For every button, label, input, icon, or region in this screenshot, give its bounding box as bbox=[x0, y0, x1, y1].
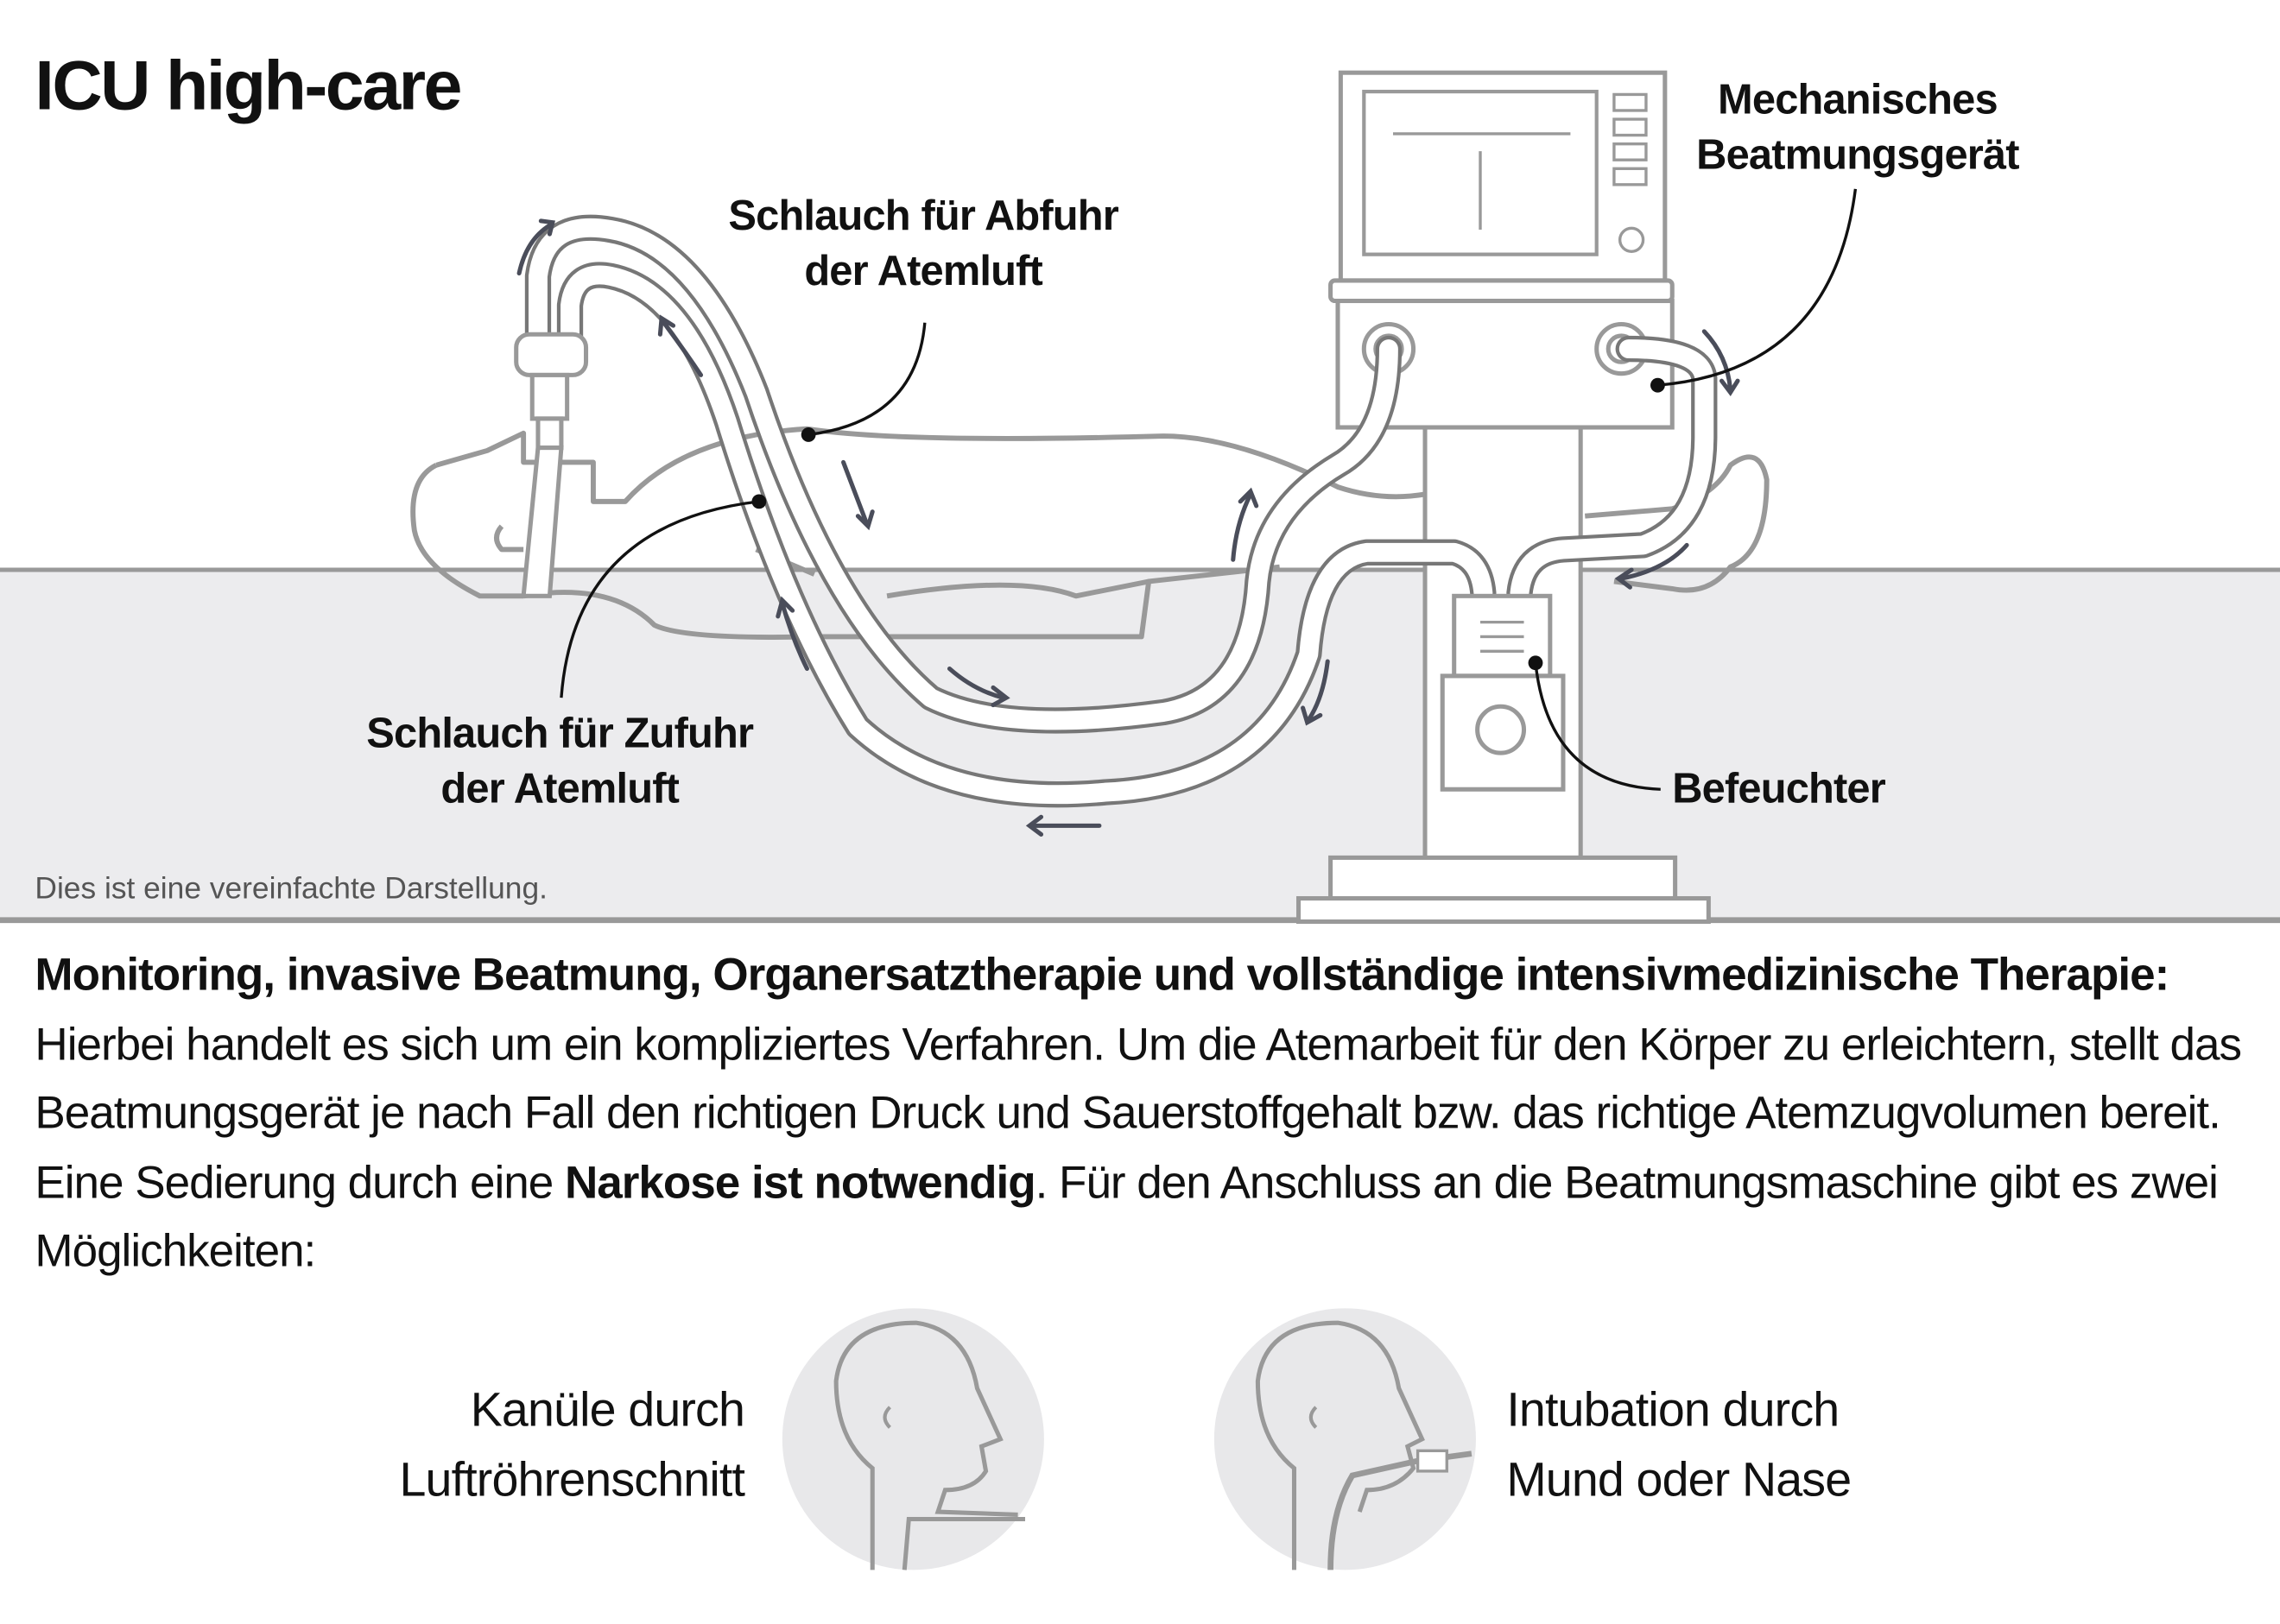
footnote: Dies ist eine vereinfachte Darstellung. bbox=[35, 872, 548, 906]
paragraph-bold-emphasis: Narkose ist notwendig bbox=[564, 1154, 1036, 1208]
label-line: Mund oder Nase bbox=[1506, 1452, 1852, 1507]
supply-tube-label: Schlauch für Zufuhr der Atemluft bbox=[320, 706, 800, 817]
arrow-icon bbox=[947, 666, 1006, 700]
label-line: Luftröhrenschnitt bbox=[399, 1452, 745, 1507]
label-line: der Atemluft bbox=[804, 248, 1042, 295]
arrow-icon bbox=[780, 601, 809, 672]
arrow-icon bbox=[1025, 814, 1044, 837]
option-tracheostomy-label: Kanüle durch Luftröhrenschnitt bbox=[218, 1375, 744, 1515]
label-line: Schlauch für Zufuhr bbox=[366, 711, 754, 758]
arrow-icon bbox=[538, 218, 555, 237]
arrow-icon bbox=[1306, 659, 1330, 722]
label-line: Intubation durch bbox=[1506, 1382, 1840, 1437]
page-title: ICU high-care bbox=[35, 47, 462, 125]
description-paragraph: Monitoring, invasive Beatmung, Organersa… bbox=[35, 940, 2259, 1286]
mask-connector bbox=[514, 332, 589, 598]
ventilator-label: Mechanisches Beatmungsgerät bbox=[1644, 73, 2073, 183]
arrow-icon bbox=[1618, 542, 1689, 581]
arrow-icon bbox=[1238, 487, 1259, 509]
leader-dot bbox=[751, 494, 767, 509]
label-line: der Atemluft bbox=[440, 766, 680, 813]
exhaust-tube-label: Schlauch für Abfuhr der Atemluft bbox=[683, 189, 1163, 300]
paragraph-text: Hierbei handelt es sich um ein komplizie… bbox=[35, 1016, 2242, 1208]
patient-figure bbox=[410, 426, 1770, 640]
tubes bbox=[524, 214, 1718, 808]
arrow-icon bbox=[1301, 705, 1323, 726]
humidifier bbox=[1440, 593, 1566, 792]
tracheostomy-illustration bbox=[782, 1308, 1044, 1570]
flow-arrows bbox=[516, 218, 1740, 837]
arrow-icon bbox=[841, 459, 870, 526]
floor-area bbox=[0, 570, 2280, 919]
paragraph-bold-intro: Monitoring, invasive Beatmung, Organersa… bbox=[35, 947, 2169, 1001]
arrow-icon bbox=[1614, 567, 1634, 590]
label-line: Kanüle durch bbox=[470, 1382, 745, 1437]
arrow-icon bbox=[516, 223, 552, 276]
option-intubation-label: Intubation durch Mund oder Nase bbox=[1506, 1375, 2087, 1515]
arrow-icon bbox=[991, 685, 1010, 708]
arrow-icon bbox=[776, 596, 795, 619]
paragraph-text: . Für den Anschluss an die Beatmungsmasc… bbox=[35, 1154, 2219, 1277]
leader-dot bbox=[801, 427, 816, 442]
leader-dot bbox=[1528, 655, 1543, 671]
leader-lines bbox=[560, 188, 1858, 791]
humidifier-label: Befeuchter bbox=[1672, 766, 1886, 813]
arrow-icon bbox=[1231, 491, 1253, 562]
label-line: Mechanisches bbox=[1718, 77, 1998, 124]
leader-dot bbox=[1650, 377, 1665, 393]
arrow-icon bbox=[657, 314, 676, 337]
arrow-icon bbox=[1701, 329, 1733, 392]
arrow-icon bbox=[659, 317, 704, 377]
arrow-icon bbox=[1719, 378, 1740, 397]
label-line: Schlauch für Abfuhr bbox=[728, 193, 1118, 240]
label-line: Beatmungsgerät bbox=[1696, 132, 2019, 180]
intubation-illustration bbox=[1213, 1308, 1476, 1570]
arrow-icon bbox=[855, 509, 875, 531]
